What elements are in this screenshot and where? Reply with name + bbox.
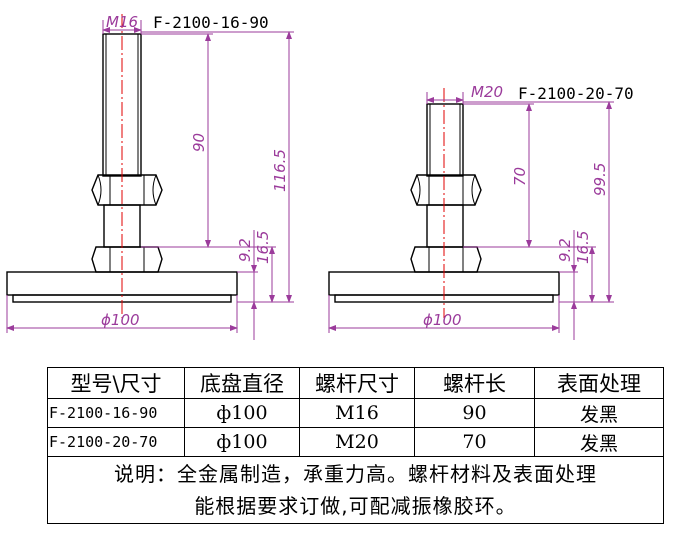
lower-collar-right — [410, 246, 482, 273]
thread-size-label-right: M20 — [471, 83, 503, 101]
base-thickness-dim-left: 9.2 — [236, 238, 254, 262]
leveling-foot-left: M16 F-2100-16-90 90 116.5 9.2 16.5 ϕ100 — [6, 13, 294, 340]
cell-thread: M20 — [299, 427, 415, 457]
total-height-dim-right: 99.5 — [591, 163, 609, 196]
model-label-right: F-2100-20-70 — [518, 84, 634, 103]
cell-model: F-2100-20-70 — [47, 427, 185, 457]
note-cell: 说明：全金属制造，承重力高。螺杆材料及表面处理 能根据要求订做,可配减振橡胶环。 — [47, 456, 664, 524]
lower-collar-left — [91, 246, 163, 273]
table-row: F-2100-20-70 ф100 M20 70 发黑 — [47, 427, 664, 457]
model-label-left: F-2100-16-90 — [153, 13, 269, 32]
thread-length-dim-right: 70 — [511, 167, 529, 186]
spec-table: 型号\尺寸 底盘直径 螺杆尺寸 螺杆长 表面处理 F-2100-16-90 ф1… — [47, 367, 664, 524]
header-surface-finish: 表面处理 — [534, 367, 664, 399]
nut-height-dim-right: 16.5 — [574, 231, 592, 264]
thread-size-label-left: M16 — [106, 13, 138, 31]
diameter-dim-right: ϕ100 — [423, 311, 462, 329]
note-line-1: 说明：全金属制造，承重力高。螺杆材料及表面处理 — [114, 462, 597, 486]
table-header-row: 型号\尺寸 底盘直径 螺杆尺寸 螺杆长 表面处理 — [47, 367, 664, 399]
cell-thread: M16 — [299, 398, 415, 428]
technical-drawing: M16 F-2100-16-90 90 116.5 9.2 16.5 ϕ100 — [6, 13, 634, 340]
cell-base: ф100 — [184, 398, 300, 428]
base-thickness-dim-right: 9.2 — [556, 238, 574, 262]
cell-length: 70 — [414, 427, 535, 457]
table-note-row: 说明：全金属制造，承重力高。螺杆材料及表面处理 能根据要求订做,可配减振橡胶环。 — [47, 456, 664, 524]
hex-nut-left — [91, 174, 163, 206]
hex-nut-right — [410, 174, 482, 206]
header-thread-size: 螺杆尺寸 — [299, 367, 415, 399]
diameter-dim-left: ϕ100 — [101, 311, 140, 329]
cell-length: 90 — [414, 398, 535, 428]
leveling-foot-right: M20 F-2100-20-70 70 99.5 9.2 16.5 ϕ100 — [328, 83, 634, 340]
cell-finish: 发黑 — [534, 398, 664, 428]
thread-length-dim-left: 90 — [190, 133, 208, 152]
threaded-stud-right — [426, 103, 464, 177]
cell-base: ф100 — [184, 427, 300, 457]
header-thread-length: 螺杆长 — [414, 367, 535, 399]
table-row: F-2100-16-90 ф100 M16 90 发黑 — [47, 398, 664, 428]
cell-finish: 发黑 — [534, 427, 664, 457]
header-model: 型号\尺寸 — [47, 367, 185, 399]
nut-height-dim-left: 16.5 — [254, 231, 272, 264]
note-line-2: 能根据要求订做,可配减振橡胶环。 — [194, 494, 517, 518]
cell-model: F-2100-16-90 — [47, 398, 185, 428]
header-base-diameter: 底盘直径 — [184, 367, 300, 399]
total-height-dim-left: 116.5 — [271, 149, 289, 192]
